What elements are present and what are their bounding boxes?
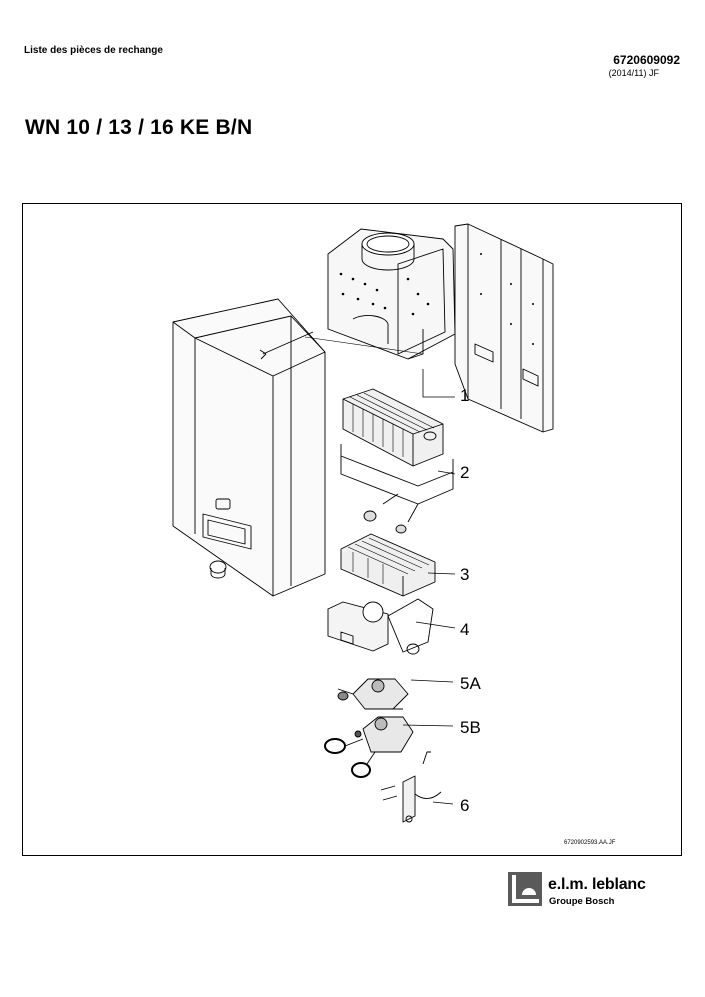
diagram-drawing	[172, 223, 554, 823]
callout-1: 1	[460, 386, 470, 405]
chamber-drawing	[327, 228, 456, 360]
brand-name: e.l.m. leblanc	[548, 876, 646, 893]
gas-valve-drawing	[327, 598, 434, 655]
document-number: 6720609092	[613, 53, 680, 67]
leader-lines	[402, 369, 456, 805]
brand-subtitle: Groupe Bosch	[549, 896, 615, 907]
callout-3: 3	[460, 565, 470, 584]
callout-2: 2	[460, 463, 470, 482]
exploded-view-diagram: 1 2 3 4 5A 5B 6 6720902593.AA.JF	[22, 203, 682, 856]
back-panel-drawing	[454, 223, 554, 433]
callout-6: 6	[460, 796, 470, 815]
callout-5b: 5B	[460, 718, 481, 737]
water-valve-5b-drawing	[324, 716, 414, 778]
page-title: WN 10 / 13 / 16 KE B/N	[25, 116, 253, 139]
callout-4: 4	[460, 620, 470, 639]
brand-logo-icon	[508, 872, 542, 906]
heat-exchanger-drawing	[340, 388, 454, 534]
image-reference: 6720902593.AA.JF	[564, 840, 616, 846]
document-date: (2014/11) JF	[608, 68, 659, 78]
electrode-drawing	[380, 751, 442, 823]
casing-drawing	[172, 298, 326, 597]
water-valve-5a-drawing	[337, 678, 409, 710]
burner-drawing	[340, 533, 436, 597]
document-type: Liste des pièces de rechange	[24, 45, 163, 56]
callout-5a: 5A	[460, 674, 481, 693]
